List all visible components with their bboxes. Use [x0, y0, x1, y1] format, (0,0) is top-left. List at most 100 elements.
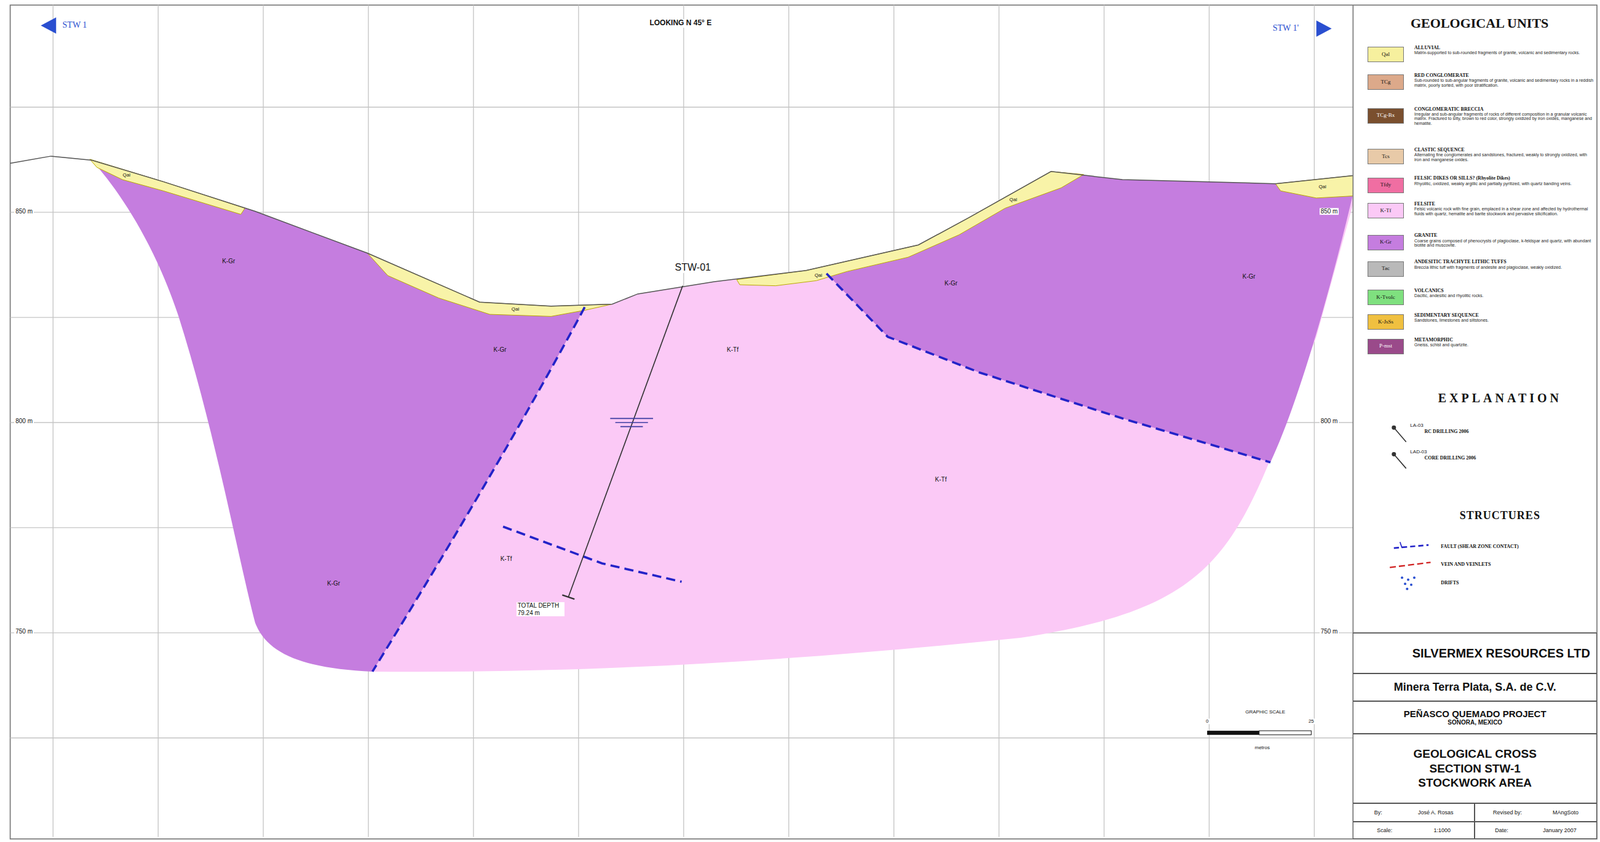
water-table-symbol — [609, 418, 654, 427]
title-block-text: MAngSoto — [1552, 809, 1579, 816]
legend-heading: GRANITE — [1414, 232, 1594, 238]
unit-description: Coarse grains composed of phenocrysts of… — [1414, 238, 1594, 248]
unit-label: K-Gr — [944, 280, 958, 288]
elevation-label: 850 m — [14, 207, 34, 216]
unit-label: K-Tf — [726, 346, 739, 354]
unit-label: K-Gr — [493, 346, 507, 354]
structures-title: STRUCTURES — [1459, 509, 1541, 523]
unit-description: Breccia lithic tuff with fragments of an… — [1414, 265, 1594, 270]
unit-label: Qal — [511, 306, 519, 312]
core-drill-symbol — [1392, 452, 1396, 456]
alluvium-band — [89, 159, 245, 215]
legend-swatch: K-JsSs — [1367, 314, 1405, 330]
elevation-label: 800 m — [1319, 418, 1340, 426]
title-block-text: 1:1000 — [1433, 827, 1452, 834]
legend-item: SEDIMENTARY SEQUENCESandstones, limeston… — [1414, 312, 1594, 323]
legend-swatch: K-Tvolc — [1367, 289, 1405, 305]
water-line — [615, 421, 649, 424]
grid-line — [52, 4, 54, 837]
granite-unit — [826, 171, 1353, 463]
unit-description: Sub-rounded to sub-angular fragments of … — [1414, 78, 1594, 88]
water-line — [620, 426, 644, 428]
explanation-title: EXPLANATION — [1438, 391, 1562, 406]
unit-description: Felsic volcanic rock with fine grain, em… — [1414, 206, 1594, 216]
structure-symbols — [1389, 541, 1431, 590]
legend-item: FELSITEFelsic volcanic rock with fine gr… — [1414, 201, 1594, 217]
title-block-cell: By:José A. Rosas — [1352, 803, 1474, 822]
title-block-text: Minera Terra Plata, S.A. de C.V. — [1394, 680, 1557, 694]
unit-description: Dacitic, andesitic and rhyolitic rocks. — [1414, 293, 1594, 299]
title-block-cell: Revised by:MAngSoto — [1474, 803, 1597, 822]
legend-swatch: P-mst — [1367, 338, 1405, 355]
grid-line — [1314, 4, 1315, 837]
legend-heading: CONGLOMERATIC BRECCIA — [1414, 106, 1594, 112]
drill-hole — [562, 285, 683, 599]
legend-item: VOLCANICSDacitic, andesitic and rhyoliti… — [1414, 287, 1594, 299]
legend-swatch: Tac — [1367, 261, 1405, 277]
drill-symbol-label: LA-03 — [1409, 422, 1423, 428]
fault-line — [826, 273, 1271, 463]
scale-title: GRAPHIC SCALE — [1243, 709, 1287, 716]
legend-heading: FELSITE — [1414, 201, 1594, 207]
unit-code: Qal — [1381, 51, 1390, 58]
legend-swatch: K-Tf — [1367, 202, 1405, 219]
alluvium-band — [367, 253, 612, 317]
drill-symbols — [1392, 426, 1407, 469]
title-block-cell: SILVERMEX RESOURCES LTD — [1352, 632, 1597, 674]
scale-bar-black — [1207, 730, 1260, 735]
title-block-cell: Minera Terra Plata, S.A. de C.V. — [1352, 673, 1597, 701]
view-direction: LOOKING N 45° E — [648, 19, 713, 28]
grid-line — [158, 4, 159, 837]
granite-unit — [91, 160, 585, 672]
legend-item: GRANITECoarse grains composed of phenocr… — [1414, 232, 1594, 248]
legend-text: RC DRILLING 2006 — [1424, 428, 1470, 435]
title-block-text: SONORA, MEXICO — [1447, 718, 1503, 727]
unit-code: Tcs — [1381, 153, 1390, 160]
fault-symbol — [1400, 541, 1402, 548]
unit-label: Qal — [1009, 197, 1018, 203]
section-end-label: STW 1 — [61, 20, 89, 31]
legend-swatch: K-Gr — [1367, 234, 1405, 251]
fault-symbol — [1394, 544, 1429, 548]
total-depth-note: TOTAL DEPTH 79.24 m — [516, 601, 565, 617]
drawing-title: GEOLOGICAL CROSS SECTION STW-1 STOCKWORK… — [1398, 746, 1553, 791]
legend-heading: SEDIMENTARY SEQUENCE — [1414, 312, 1594, 318]
legend-item: CLASTIC SEQUENCEAlternating fine conglom… — [1414, 146, 1594, 163]
fault-line — [502, 526, 682, 582]
unit-description: Matrix-supported to sub-rounded fragment… — [1414, 50, 1594, 56]
unit-description: Irregular and sub-angular fragments of r… — [1414, 111, 1594, 127]
unit-description: Gneiss, schist and quartzite. — [1414, 342, 1594, 348]
unit-code: P-mst — [1379, 343, 1393, 350]
unit-description: Alternating fine conglomerates and sands… — [1414, 152, 1594, 162]
legend-heading: RED CONGLOMERATE — [1414, 72, 1594, 79]
rc-drill-symbol — [1392, 426, 1396, 430]
unit-label: K-Tf — [935, 475, 947, 484]
section-end-label: STW 1' — [1271, 23, 1300, 34]
title-block-text: PEÑASCO QUEMADO PROJECT — [1403, 708, 1547, 719]
core-drill-symbol — [1394, 453, 1407, 468]
unit-code: TCg — [1381, 79, 1391, 86]
elevation-label: 750 m — [14, 627, 34, 636]
title-block-cell: Scale:1:1000 — [1352, 821, 1474, 839]
section-arrow — [1316, 20, 1332, 37]
drill-end-tick — [562, 594, 575, 599]
legend-item: METAMORPHICGneiss, schist and quartzite. — [1414, 336, 1594, 348]
scale-tick-label: 0 — [1204, 718, 1210, 725]
unit-code: K-Tvolc — [1376, 294, 1396, 301]
legend-swatch: Tcs — [1367, 148, 1405, 165]
vein-symbol — [1389, 562, 1431, 567]
unit-label: K-Tf — [500, 555, 513, 564]
unit-description: Sandstones, limestones and siltstones. — [1414, 317, 1594, 323]
unit-code: Tfdy — [1380, 182, 1392, 189]
title-block-text: SILVERMEX RESOURCES LTD — [1412, 646, 1591, 661]
scale-bar-white — [1259, 730, 1312, 735]
unit-label: Qal — [122, 172, 131, 179]
section-arrow — [40, 17, 56, 34]
legend-heading: METAMORPHIC — [1414, 336, 1594, 343]
legend-heading: ANDESITIC TRACHYTE LITHIC TUFFS — [1414, 258, 1594, 265]
drawing-title-cell: GEOLOGICAL CROSS SECTION STW-1 STOCKWORK… — [1352, 733, 1597, 804]
alluvium-bands — [89, 159, 1353, 317]
title-block-text: By: — [1374, 809, 1383, 816]
drill-symbol-label: LAD-03 — [1409, 449, 1427, 456]
legend-heading: VOLCANICS — [1414, 287, 1594, 294]
